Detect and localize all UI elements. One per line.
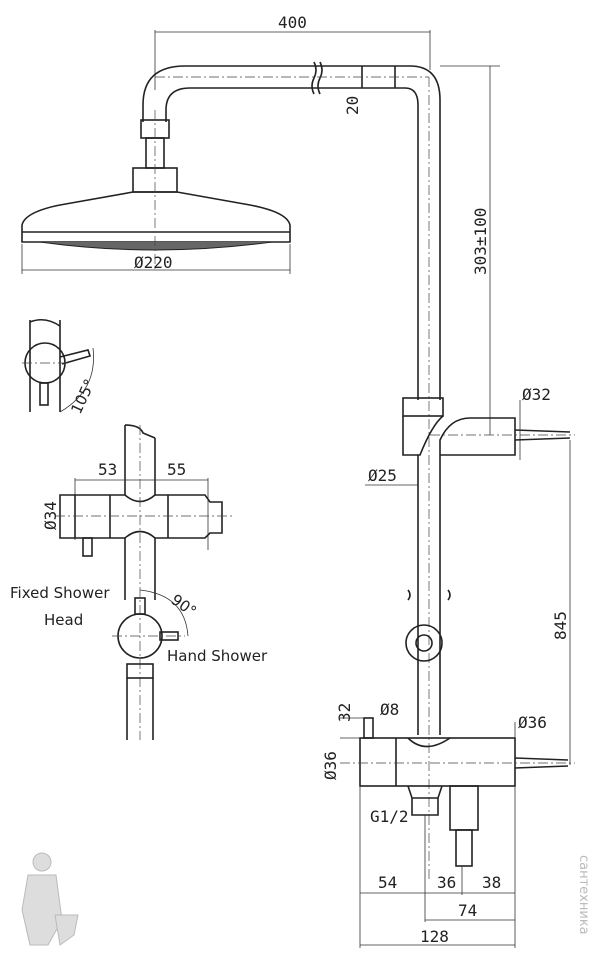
watermark: сантехника — [576, 855, 591, 935]
dim-74: 74 — [458, 901, 477, 920]
dim-303: 303±100 — [471, 208, 490, 275]
dim-38: 38 — [482, 873, 501, 892]
shower-head: Ø220 — [21, 110, 291, 274]
dim-105: 105° — [67, 376, 99, 416]
riser: Ø32 Ø25 845 — [365, 385, 575, 765]
dim-head-dia: Ø220 — [134, 253, 173, 272]
dim-body-dia-right: Ø36 — [518, 713, 547, 732]
dim-8: Ø8 — [380, 700, 399, 719]
dim-845: 845 — [551, 611, 570, 640]
dim-20: 20 — [343, 96, 362, 115]
label-fixed-shower-head-2: Head — [44, 611, 83, 629]
plumber-logo — [21, 852, 79, 946]
dim-outlet-dia: Ø32 — [522, 385, 551, 404]
dim-32: 32 — [335, 703, 354, 722]
dim-height-adjust: 303±100 — [440, 65, 500, 435]
mixer-body: 32 Ø8 Ø36 Ø36 G1/2 54 36 38 74 128 — [321, 700, 575, 948]
dim-36: 36 — [437, 873, 456, 892]
dim-top-width: 400 — [154, 13, 431, 90]
detail-diverter-105: 105° — [22, 318, 99, 417]
label-fixed-shower-head-1: Fixed Shower — [10, 584, 110, 602]
dim-55: 55 — [167, 460, 186, 479]
dim-54: 54 — [378, 873, 397, 892]
dim-90: 90° — [168, 591, 200, 621]
dim-rail-dia: Ø25 — [368, 466, 397, 485]
dim-53: 53 — [98, 460, 117, 479]
label-hand-shower: Hand Shower — [167, 647, 268, 665]
dim-400: 400 — [278, 13, 307, 32]
detail-holder: 53 55 Ø34 90° Fixed Shower Head Hand Sho… — [10, 424, 268, 740]
dim-128: 128 — [420, 927, 449, 946]
dim-body-dia-left: Ø36 — [321, 751, 340, 780]
dim-holder-dia: Ø34 — [41, 501, 60, 530]
dim-inlet: G1/2 — [370, 807, 409, 826]
